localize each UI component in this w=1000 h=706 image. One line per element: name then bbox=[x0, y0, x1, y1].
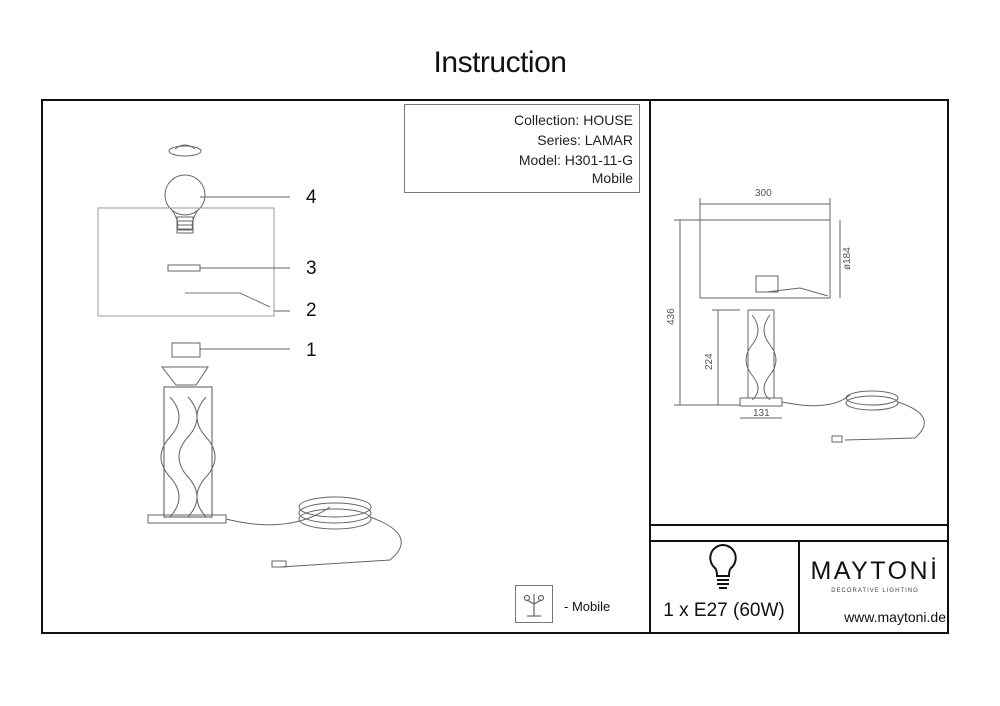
callout-3: 3 bbox=[306, 258, 317, 279]
row-divider-1 bbox=[649, 524, 949, 526]
column-divider bbox=[649, 101, 651, 632]
callout-2: 2 bbox=[306, 300, 317, 321]
series-text: Series: LAMAR bbox=[537, 132, 633, 148]
bulb-icon bbox=[709, 543, 737, 589]
page-title: Instruction bbox=[433, 46, 567, 79]
collection-text: Collection: HOUSE bbox=[513, 112, 633, 128]
total-height-label: 436 bbox=[666, 308, 677, 325]
dimension-drawing: 300 ø184 436 224 131 bbox=[666, 188, 925, 443]
instruction-frame bbox=[41, 99, 949, 634]
harp-part bbox=[185, 292, 271, 308]
type-text: Mobile bbox=[591, 170, 633, 186]
ring-part bbox=[167, 264, 201, 272]
logo-divider bbox=[798, 540, 800, 632]
finial-ring bbox=[168, 145, 202, 157]
bulb-part bbox=[164, 174, 206, 234]
base-height-label: 224 bbox=[704, 353, 715, 370]
assembly-drawing bbox=[97, 144, 402, 568]
callout-4: 4 bbox=[306, 187, 317, 208]
callout-1: 1 bbox=[306, 340, 317, 361]
cord bbox=[225, 506, 331, 526]
brand-website: www.maytoni.de bbox=[844, 609, 946, 625]
mobile-label: - Mobile bbox=[564, 599, 611, 614]
mobile-lamp-icon bbox=[515, 585, 553, 623]
socket-part bbox=[171, 342, 201, 358]
product-info-box: Collection: HOUSE Series: LAMAR Model: H… bbox=[404, 104, 640, 193]
brand-tagline: DECORATIVE LIGHTING bbox=[831, 588, 919, 594]
brand-logo: MAYTONİ bbox=[810, 557, 940, 585]
shade-part bbox=[97, 207, 275, 317]
base-width-label: 131 bbox=[753, 408, 770, 419]
model-text: Model: H301-11-G bbox=[518, 152, 633, 168]
bulb-spec: 1 x E27 (60W) bbox=[663, 600, 785, 621]
lamp-body bbox=[163, 386, 213, 518]
shade-diameter-label: ø184 bbox=[842, 247, 853, 270]
shade-width-label: 300 bbox=[755, 188, 772, 199]
lamp-base bbox=[147, 514, 227, 524]
